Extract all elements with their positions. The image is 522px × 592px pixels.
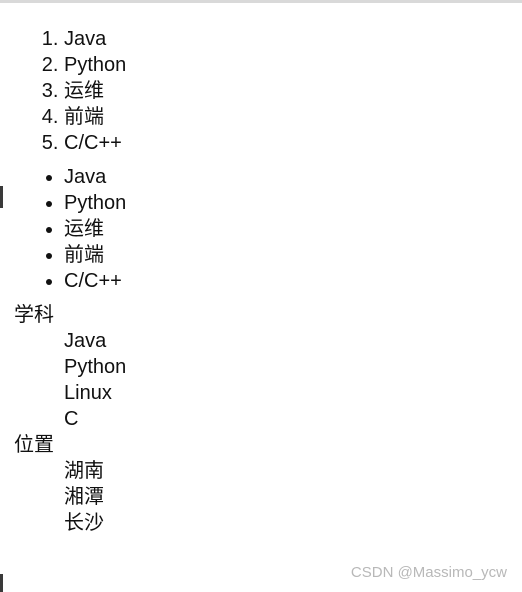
unordered-list-item: 前端 xyxy=(64,242,514,268)
watermark-text: CSDN @Massimo_ycw xyxy=(350,564,507,581)
ordered-list-item: 前端 xyxy=(64,104,514,130)
unordered-list-item: 运维 xyxy=(64,216,514,242)
definition-item: Python xyxy=(64,356,127,378)
definition-item: 长沙 xyxy=(64,512,104,534)
top-border xyxy=(0,0,522,3)
definition-term-subject: 学科 xyxy=(14,304,54,326)
ordered-list-item: C/C++ xyxy=(64,130,514,156)
unordered-list-item: Java xyxy=(64,164,514,190)
definition-item: C xyxy=(64,408,79,430)
ordered-list-item: 运维 xyxy=(64,78,514,104)
definition-list: 学科 Java Python Linux C 位置 湖南 湘潭 长沙 xyxy=(14,302,514,536)
content-area: Java Python 运维 前端 C/C++ Java Python 运维 前… xyxy=(14,26,514,536)
left-edge-artifact xyxy=(0,186,3,208)
ordered-list-item: Python xyxy=(64,52,514,78)
left-edge-artifact xyxy=(0,574,3,592)
definition-term-location: 位置 xyxy=(14,434,54,456)
ordered-list: Java Python 运维 前端 C/C++ xyxy=(64,26,514,156)
unordered-list-item: C/C++ xyxy=(64,268,514,294)
left-edge xyxy=(0,3,5,592)
unordered-list: Java Python 运维 前端 C/C++ xyxy=(64,164,514,294)
unordered-list-item: Python xyxy=(64,190,514,216)
definition-item: Java xyxy=(64,330,107,352)
definition-item: Linux xyxy=(64,382,112,404)
ordered-list-item: Java xyxy=(64,26,514,52)
definition-item: 湘潭 xyxy=(64,486,104,508)
definition-item: 湖南 xyxy=(64,460,104,482)
